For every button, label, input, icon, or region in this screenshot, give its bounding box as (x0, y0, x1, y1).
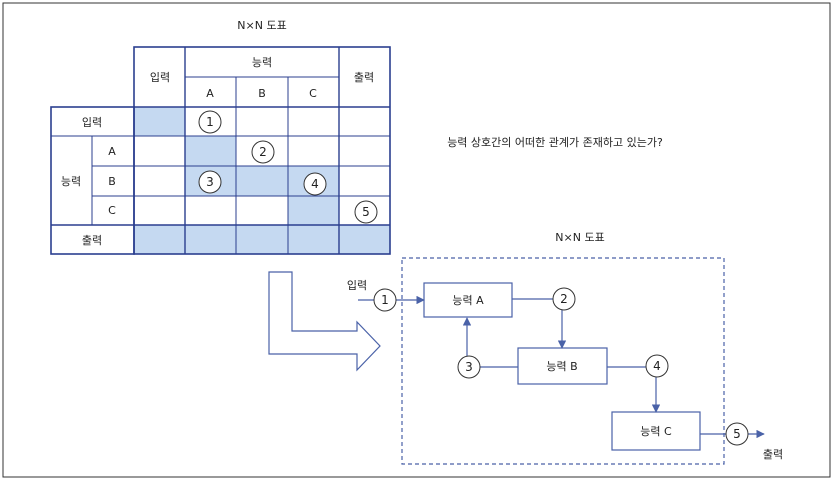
matrix-marks: 1 2 3 4 5 (198, 110, 378, 224)
flow-mark-2: 2 (552, 287, 576, 311)
matrix-mark-2: 2 (251, 140, 275, 164)
matrix-mark-5: 5 (354, 200, 378, 224)
edge-a-b (512, 298, 567, 349)
flow-mark-3: 3 (457, 355, 481, 379)
flow-mark-4: 4 (645, 354, 669, 378)
svg-text:3: 3 (206, 175, 214, 189)
col-c: C (309, 87, 317, 100)
row-b: B (108, 175, 116, 188)
flow-input-label: 입력 (347, 279, 367, 292)
header-input: 입력 (150, 71, 170, 84)
box-ability-b (517, 347, 608, 385)
transform-arrow-icon (268, 271, 381, 372)
box-b-label: 능력 B (546, 360, 577, 373)
matrix-grid (50, 46, 391, 255)
col-b: B (258, 87, 266, 100)
svg-text:2: 2 (560, 292, 568, 306)
row-c: C (108, 204, 116, 217)
matrix-labels: 입력 능력 출력 A B C 입력 능력 A B C 출력 (61, 56, 374, 247)
flow-box-labels: 능력 A 능력 B 능력 C (452, 294, 672, 438)
flow-boxes (423, 282, 701, 451)
cell-input-input (134, 107, 185, 136)
svg-text:1: 1 (206, 115, 214, 129)
row-output-cells (134, 225, 390, 254)
box-ability-c (611, 411, 701, 451)
flow-marks: 1 2 3 4 5 (373, 287, 749, 446)
flow-frame (401, 257, 725, 465)
box-ability-a (423, 282, 513, 318)
outer-frame (2, 2, 831, 478)
row-a: A (108, 145, 116, 158)
matrix-shaded-cells (134, 107, 390, 254)
box-a-label: 능력 A (452, 294, 484, 307)
header-output: 출력 (354, 71, 374, 84)
row-output: 출력 (82, 234, 102, 247)
flow-title: N×N 도표 (555, 231, 604, 244)
flow-output-label: 출력 (763, 448, 783, 461)
matrix-mark-1: 1 (198, 110, 222, 134)
svg-text:5: 5 (733, 427, 741, 441)
svg-text:4: 4 (653, 359, 661, 373)
svg-text:3: 3 (465, 360, 473, 374)
flow-mark-1: 1 (373, 288, 397, 312)
header-ability: 능력 (252, 56, 272, 69)
flow-mark-5: 5 (725, 422, 749, 446)
matrix-mark-4: 4 (303, 172, 327, 196)
col-a: A (206, 87, 214, 100)
svg-text:4: 4 (311, 177, 319, 191)
cell-a-a (185, 136, 236, 166)
svg-text:5: 5 (362, 205, 370, 219)
row-ability: 능력 (61, 175, 81, 188)
box-c-label: 능력 C (640, 425, 672, 438)
svg-text:1: 1 (381, 293, 389, 307)
row-input: 입력 (82, 116, 102, 129)
question-text: 능력 상호간의 어떠한 관계가 존재하고 있는가? (447, 135, 663, 149)
matrix-mark-3: 3 (198, 170, 222, 194)
svg-text:2: 2 (259, 145, 267, 159)
matrix-title: N×N 도표 (237, 19, 286, 32)
